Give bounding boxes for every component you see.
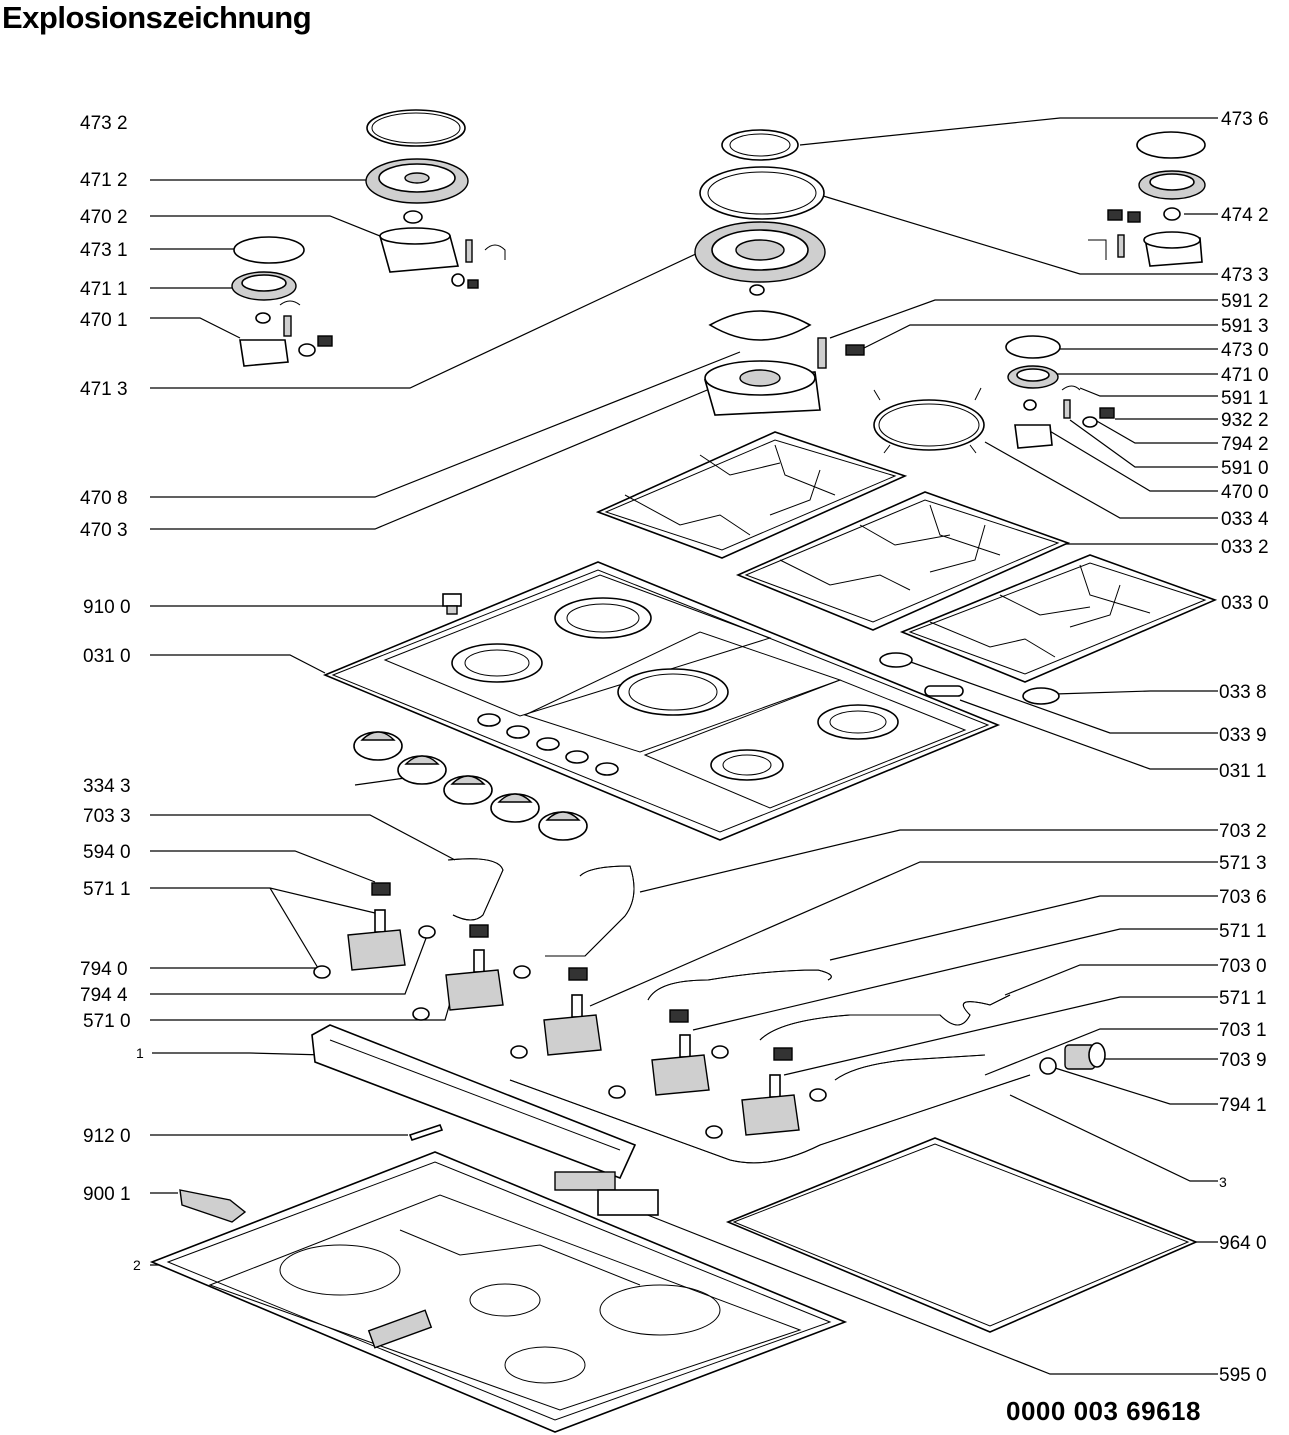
- label-571-1-left: 571 1: [83, 879, 131, 900]
- label-470-8: 470 8: [80, 488, 128, 509]
- label-473-2: 473 2: [80, 113, 128, 134]
- label-031-1: 031 1: [1219, 761, 1267, 782]
- label-794-2: 794 2: [1221, 434, 1269, 455]
- label-033-2: 033 2: [1221, 537, 1269, 558]
- label-594-0: 594 0: [83, 842, 131, 863]
- label-595-0: 595 0: [1219, 1365, 1267, 1386]
- wok-ring-473-3: [699, 166, 825, 220]
- gas-tap-5: [741, 1047, 800, 1136]
- label-471-2: 471 2: [80, 170, 128, 191]
- clamp-900-1: [179, 1189, 247, 1223]
- label-703-0: 703 0: [1219, 956, 1267, 977]
- gas-tap-4: [651, 1009, 710, 1096]
- label-703-3: 703 3: [83, 806, 131, 827]
- wok-ring-471-3: [694, 221, 826, 296]
- burner-cap-473-1: [233, 236, 305, 264]
- gas-tap-3: [543, 967, 602, 1056]
- label-334-3: 334 3: [83, 776, 131, 797]
- wok-gasket-470-8: [708, 310, 812, 341]
- label-591-0: 591 0: [1221, 458, 1269, 479]
- label-571-3: 571 3: [1219, 853, 1267, 874]
- page-title: Explosionszeichnung: [2, 0, 312, 35]
- label-033-0: 033 0: [1221, 593, 1269, 614]
- label-033-9: 033 9: [1219, 725, 1267, 746]
- label-474-2: 474 2: [1221, 205, 1269, 226]
- label-794-1: 794 1: [1219, 1095, 1267, 1116]
- label-033-4: 033 4: [1221, 509, 1269, 530]
- screw-912-0: [408, 1124, 444, 1141]
- label-591-2: 591 2: [1221, 291, 1269, 312]
- document-number: 0000 003 69618: [1006, 1396, 1201, 1426]
- control-knobs-334-3: [353, 731, 588, 841]
- burner-cap-473-2: [366, 109, 466, 147]
- label-703-1: 703 1: [1219, 1020, 1267, 1041]
- front-bar-1: [311, 1024, 659, 1216]
- gasket-964-0: [725, 1137, 1199, 1333]
- label-1: 1: [136, 1045, 144, 1061]
- label-471-3: 471 3: [80, 379, 128, 400]
- label-471-1: 471 1: [80, 279, 128, 300]
- label-473-3: 473 3: [1221, 265, 1269, 286]
- wok-base-470-3: [703, 337, 865, 416]
- gas-inlet-703-9: [1039, 1042, 1106, 1075]
- label-031-0: 031 0: [83, 646, 131, 667]
- label-571-1-right-a: 571 1: [1219, 921, 1267, 942]
- label-470-0: 470 0: [1221, 482, 1269, 503]
- label-794-4: 794 4: [80, 985, 128, 1006]
- label-473-6: 473 6: [1221, 109, 1269, 130]
- gas-tap-2: [445, 924, 504, 1011]
- burner-base-470-1: [239, 300, 333, 367]
- label-703-9: 703 9: [1219, 1050, 1267, 1071]
- label-2: 2: [133, 1257, 141, 1273]
- label-703-6: 703 6: [1219, 887, 1267, 908]
- label-470-2: 470 2: [80, 207, 128, 228]
- label-703-2: 703 2: [1219, 821, 1267, 842]
- label-473-1: 473 1: [80, 240, 128, 261]
- burner-cap-right-top: [1136, 131, 1206, 159]
- burner-ring-471-1: [231, 271, 297, 301]
- label-932-2: 932 2: [1221, 410, 1269, 431]
- hob-top-031-0: [322, 561, 1060, 841]
- label-900-1: 900 1: [83, 1184, 131, 1205]
- gas-tap-1: [347, 882, 406, 971]
- label-591-3: 591 3: [1221, 316, 1269, 337]
- label-3: 3: [1219, 1174, 1227, 1190]
- burner-ring-471-2: [365, 158, 469, 204]
- burner-base-470-0: [1014, 385, 1115, 449]
- burner-base-474-2: [1088, 207, 1203, 267]
- pan-support-middle: [735, 491, 1071, 631]
- wok-support-033-4: [873, 387, 985, 454]
- label-033-8: 033 8: [1219, 682, 1267, 703]
- label-912-0: 912 0: [83, 1126, 131, 1147]
- screw-910-0: [442, 593, 462, 615]
- pan-support-left: [595, 431, 908, 559]
- left-labels: 473 2 471 2 470 2 473 1 471 1 470 1 471 …: [80, 113, 144, 1273]
- label-794-0: 794 0: [80, 959, 128, 980]
- right-labels: 473 6 474 2 473 3 591 2 591 3 473 0 471 …: [1219, 109, 1269, 1386]
- burner-ring-471-0: [1007, 365, 1059, 389]
- label-591-1: 591 1: [1221, 388, 1269, 409]
- label-470-1: 470 1: [80, 310, 128, 331]
- label-571-1-right-b: 571 1: [1219, 988, 1267, 1009]
- leader-lines: [150, 117, 1218, 1375]
- pan-support-right: [899, 554, 1218, 683]
- gas-taps: [313, 882, 827, 1139]
- burner-cap-473-0: [1005, 335, 1061, 359]
- label-964-0: 964 0: [1219, 1233, 1267, 1254]
- gas-pipes: [447, 858, 1031, 1164]
- label-910-0: 910 0: [83, 597, 131, 618]
- label-471-0: 471 0: [1221, 365, 1269, 386]
- base-pan-2: [149, 1151, 848, 1433]
- label-470-3: 470 3: [80, 520, 128, 541]
- label-571-0: 571 0: [83, 1011, 131, 1032]
- wok-cap-473-6: [721, 129, 799, 161]
- label-473-0: 473 0: [1221, 340, 1269, 361]
- burner-base-470-2: [378, 210, 506, 289]
- burner-ring-right-top: [1138, 170, 1206, 200]
